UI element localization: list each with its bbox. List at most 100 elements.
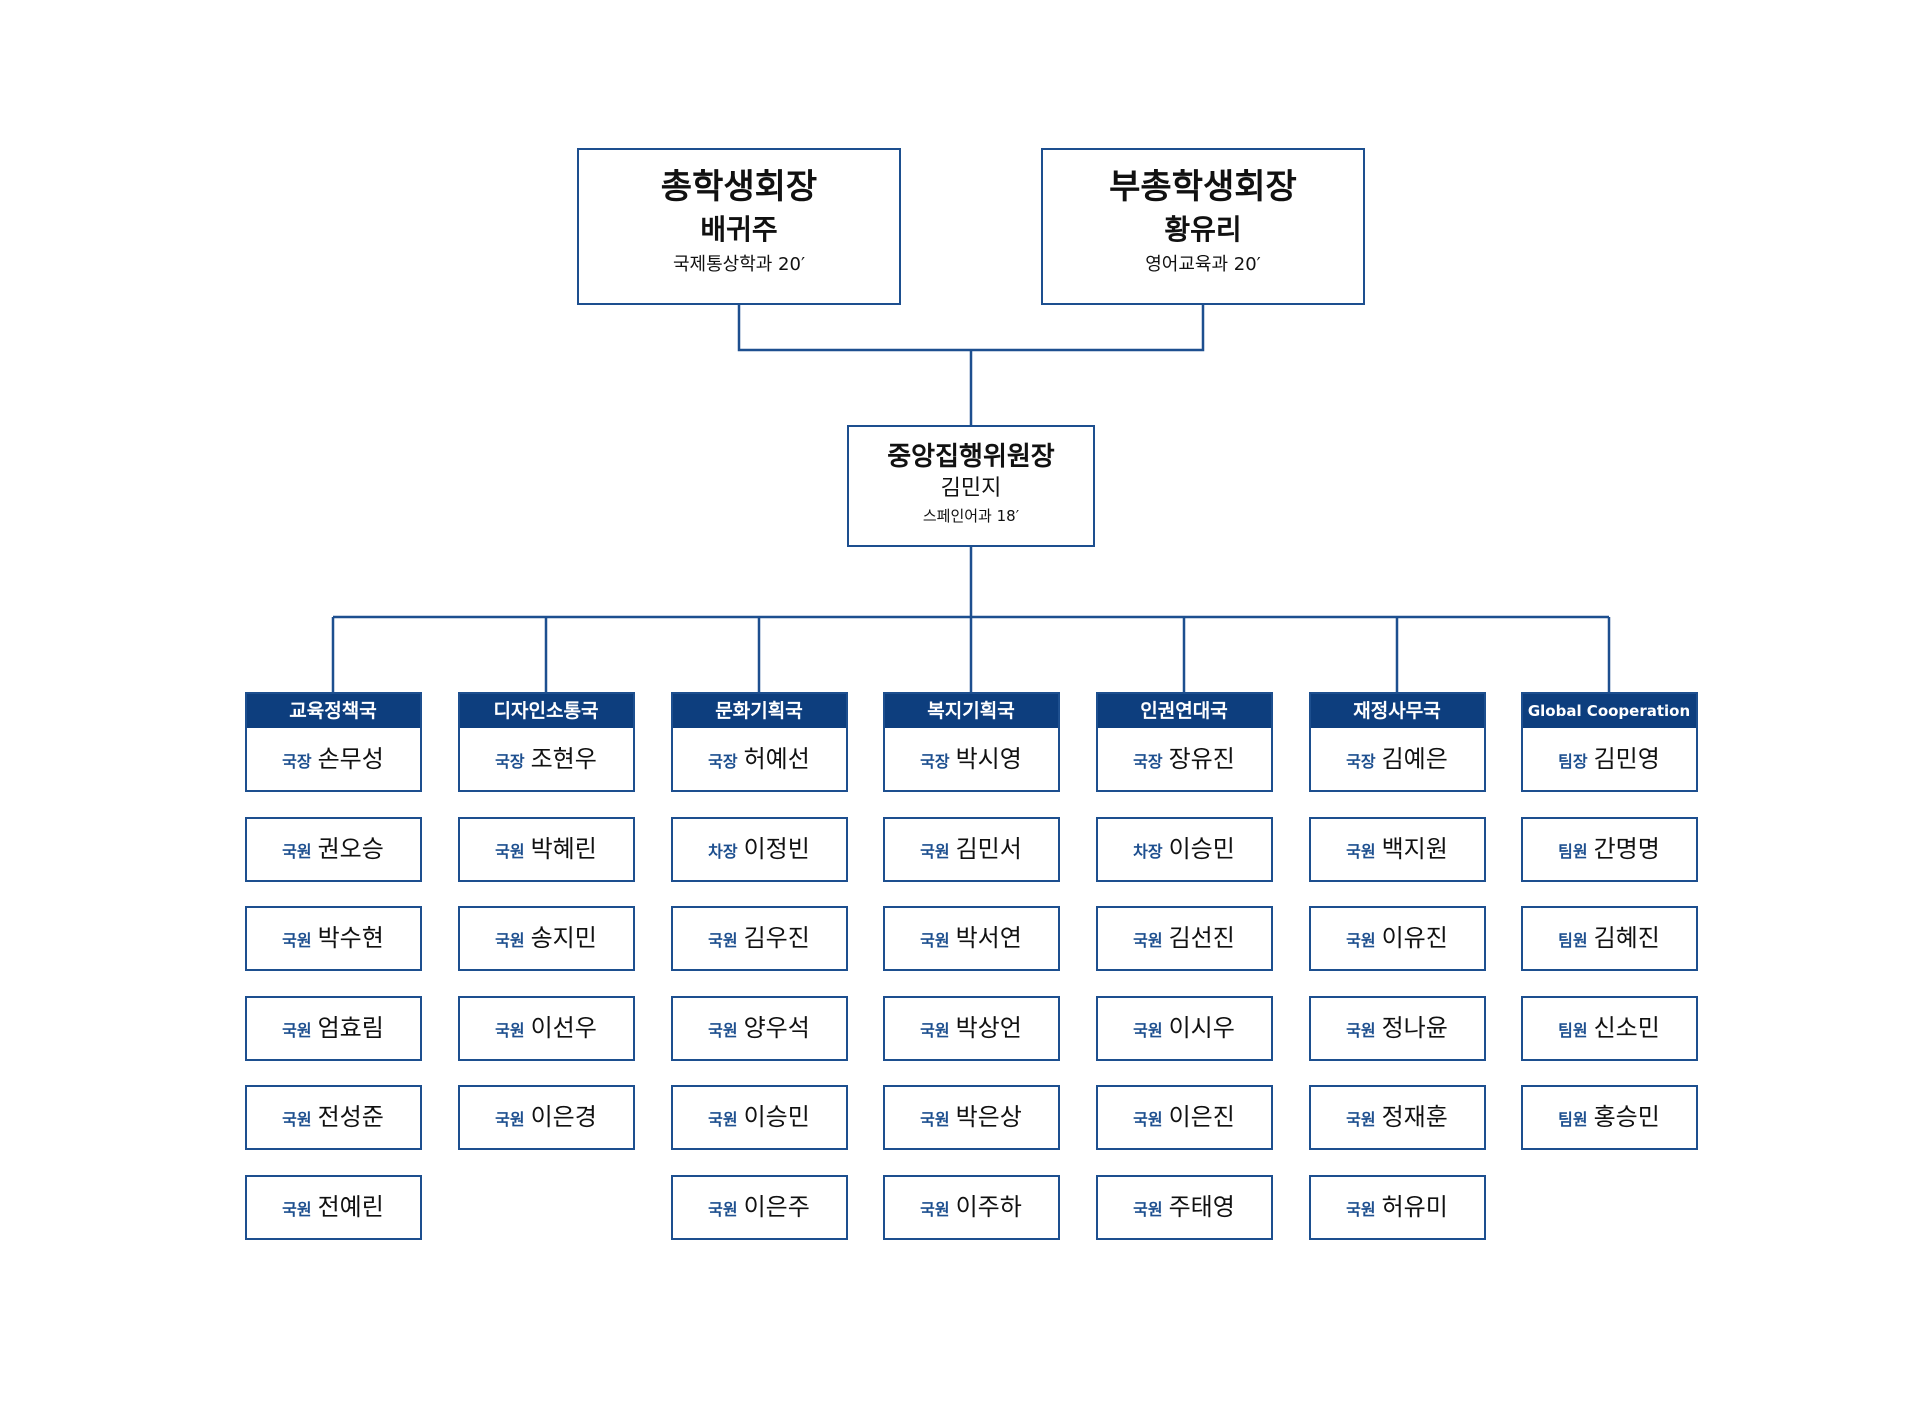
member-role: 국원 (282, 1021, 312, 1040)
member-name: 김민서 (955, 835, 1022, 863)
member-name: 엄효림 (317, 1014, 384, 1042)
committee-chair-name: 김민지 (940, 476, 1002, 501)
department-head: 국장 허예선 (673, 728, 846, 790)
member-name: 박혜린 (530, 835, 597, 863)
department-name: 인권연대국 (1097, 694, 1271, 728)
member-name: 김선진 (1168, 924, 1235, 952)
member-role: 국원 (495, 1021, 525, 1040)
member-box: 국원 이시우 (1095, 996, 1273, 1061)
member-name: 백지원 (1381, 835, 1448, 863)
member-role: 국원 (1346, 1021, 1376, 1040)
vice-president-title: 부총학생회장 (1109, 167, 1297, 207)
member-name: 이은주 (743, 1193, 810, 1221)
member-name: 권오승 (317, 835, 384, 863)
member-role: 국원 (920, 1110, 950, 1129)
head-role: 국장 (708, 752, 738, 771)
member-role: 국원 (282, 1110, 312, 1129)
member-name: 신소민 (1593, 1014, 1660, 1042)
vice-president-box: 부총학생회장 황유리 영어교육과 20′ (1041, 148, 1365, 305)
member-name: 김우진 (743, 924, 810, 952)
member-name: 전예린 (317, 1193, 384, 1221)
member-role: 국원 (920, 842, 950, 861)
member-role: 국원 (1346, 931, 1376, 950)
member-name: 박은상 (955, 1103, 1022, 1131)
member-box: 국원 엄효림 (244, 996, 422, 1061)
department-head: 국장 박시영 (885, 728, 1058, 790)
vice-president-dept: 영어교육과 20′ (1145, 254, 1261, 275)
member-name: 박수현 (317, 924, 384, 952)
head-name: 박시영 (955, 745, 1022, 773)
member-role: 팀원 (1558, 1021, 1588, 1040)
department-name: 교육정책국 (246, 694, 420, 728)
head-name: 허예선 (743, 745, 810, 773)
member-name: 박서연 (955, 924, 1022, 952)
member-box: 팀원 간명명 (1520, 817, 1698, 882)
head-name: 김예은 (1381, 745, 1448, 773)
member-name: 간명명 (1593, 835, 1660, 863)
member-box: 팀원 신소민 (1520, 996, 1698, 1061)
member-name: 정재훈 (1381, 1103, 1448, 1131)
member-name: 이정빈 (743, 835, 810, 863)
committee-chair-box: 중앙집행위원장 김민지 스페인어과 18′ (847, 425, 1095, 547)
member-box: 국원 박수현 (244, 906, 422, 971)
member-box: 국원 김선진 (1095, 906, 1273, 971)
member-name: 이유진 (1381, 924, 1448, 952)
member-role: 국원 (282, 842, 312, 861)
member-role: 팀원 (1558, 842, 1588, 861)
member-box: 국원 이은주 (670, 1175, 848, 1240)
head-role: 국장 (1346, 752, 1376, 771)
member-role: 국원 (1133, 1110, 1163, 1129)
president-title: 총학생회장 (660, 167, 818, 207)
department-name: 문화기획국 (672, 694, 846, 728)
committee-chair-title: 중앙집행위원장 (887, 442, 1055, 472)
connector-president (737, 303, 1205, 352)
head-role: 국장 (1133, 752, 1163, 771)
department-name: Global Cooperation (1522, 694, 1696, 728)
member-role: 차장 (708, 842, 738, 861)
member-box: 국원 이유진 (1308, 906, 1486, 971)
member-role: 국원 (708, 1110, 738, 1129)
member-role: 국원 (282, 931, 312, 950)
member-name: 송지민 (530, 924, 597, 952)
member-role: 국원 (708, 931, 738, 950)
member-role: 국원 (1133, 931, 1163, 950)
member-role: 국원 (1133, 1021, 1163, 1040)
department-name: 재정사무국 (1310, 694, 1484, 728)
member-name: 김혜진 (1593, 924, 1660, 952)
head-role: 국장 (282, 752, 312, 771)
member-name: 이승민 (1168, 835, 1235, 863)
member-box: 국원 백지원 (1308, 817, 1486, 882)
member-name: 이시우 (1168, 1014, 1235, 1042)
member-role: 차장 (1133, 842, 1163, 861)
member-box: 국원 김민서 (882, 817, 1060, 882)
member-box: 국원 김우진 (670, 906, 848, 971)
member-role: 국원 (1133, 1200, 1163, 1219)
member-role: 국원 (1346, 842, 1376, 861)
member-name: 이선우 (530, 1014, 597, 1042)
member-box: 국원 박은상 (882, 1085, 1060, 1150)
department-head: 국장 김예은 (1311, 728, 1484, 790)
member-role: 국원 (708, 1200, 738, 1219)
member-name: 박상언 (955, 1014, 1022, 1042)
head-role: 국장 (920, 752, 950, 771)
member-box: 차장 이정빈 (670, 817, 848, 882)
member-name: 홍승민 (1593, 1103, 1660, 1131)
